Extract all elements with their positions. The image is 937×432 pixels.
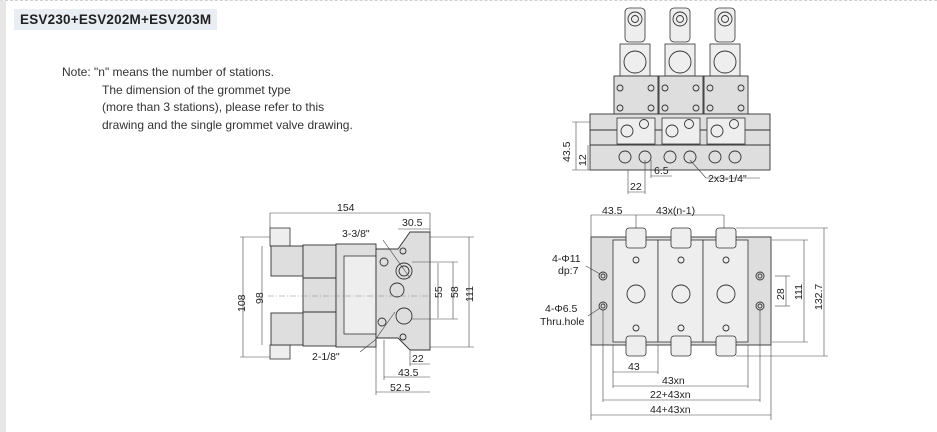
side-view-drawing: 154 30.5 3-3/8" 2-1/8" 108 98 55 58 111 … xyxy=(236,202,476,395)
front-view-drawing: 43.5 12 6.5 22 2x3-1/4" xyxy=(561,7,771,194)
dim-108-label: 108 xyxy=(236,294,248,312)
dim-58-label: 58 xyxy=(449,286,461,298)
dim-55-label: 55 xyxy=(433,286,445,298)
note-line: drawing and the single grommet valve dra… xyxy=(102,117,353,132)
dim-52-5-label: 52.5 xyxy=(390,382,411,394)
note-line: (more than 3 stations), please refer to … xyxy=(102,100,325,114)
dim-22-label: 22 xyxy=(412,353,424,365)
dim-pitch-label: 43x(n-1) xyxy=(656,205,695,217)
port-2-1-8-label: 2-1/8" xyxy=(312,351,340,363)
dim-22-43xn-label: 22+43xn xyxy=(650,389,691,401)
dim-6-5-label: 6.5 xyxy=(654,165,669,177)
thru-hole-label: Thru.hole xyxy=(540,316,585,328)
coil-station-2 xyxy=(664,7,696,77)
port-3-3-8-label: 3-3/8" xyxy=(342,228,370,240)
dim-43-label: 43 xyxy=(628,361,640,373)
dim-44-43xn-label: 44+43xn xyxy=(650,404,691,416)
note-line: The dimension of the grommet type xyxy=(102,82,291,97)
dim-22-label: 22 xyxy=(630,181,642,193)
note-line: Note: "n" means the number of stations. xyxy=(62,65,274,79)
hole-11-label: 4-Φ11 xyxy=(552,253,581,265)
dim-43-5-label: 43.5 xyxy=(602,205,623,217)
dim-132-7-label: 132.7 xyxy=(813,284,825,310)
dim-28-label: 28 xyxy=(775,288,787,300)
dim-12-label: 12 xyxy=(577,154,589,166)
port-size-label: 2x3-1/4" xyxy=(708,173,747,185)
page-title: ESV230+ESV202M+ESV203M xyxy=(14,9,218,30)
dim-43xn-label: 43xn xyxy=(662,375,685,387)
coil-station-1 xyxy=(619,7,651,77)
dim-98-label: 98 xyxy=(254,292,266,304)
dim-111-label: 111 xyxy=(464,286,476,302)
note-text: Note: "n" means the number of stations. … xyxy=(62,64,353,134)
dim-111-label: 111 xyxy=(793,284,805,300)
plan-view-drawing: 43.5 43x(n-1) 4-Φ11 dp:7 4-Φ6.5 Thru.hol… xyxy=(540,205,828,420)
coil-station-3 xyxy=(709,7,741,77)
hole-11-depth-label: dp:7 xyxy=(558,265,579,277)
dim-154-label: 154 xyxy=(337,202,355,214)
dim-43-5-label: 43.5 xyxy=(398,367,419,379)
dim-30-5-label: 30.5 xyxy=(402,217,423,229)
dim-43-5-label: 43.5 xyxy=(561,141,573,162)
hole-6-5-label: 4-Φ6.5 xyxy=(545,303,577,315)
